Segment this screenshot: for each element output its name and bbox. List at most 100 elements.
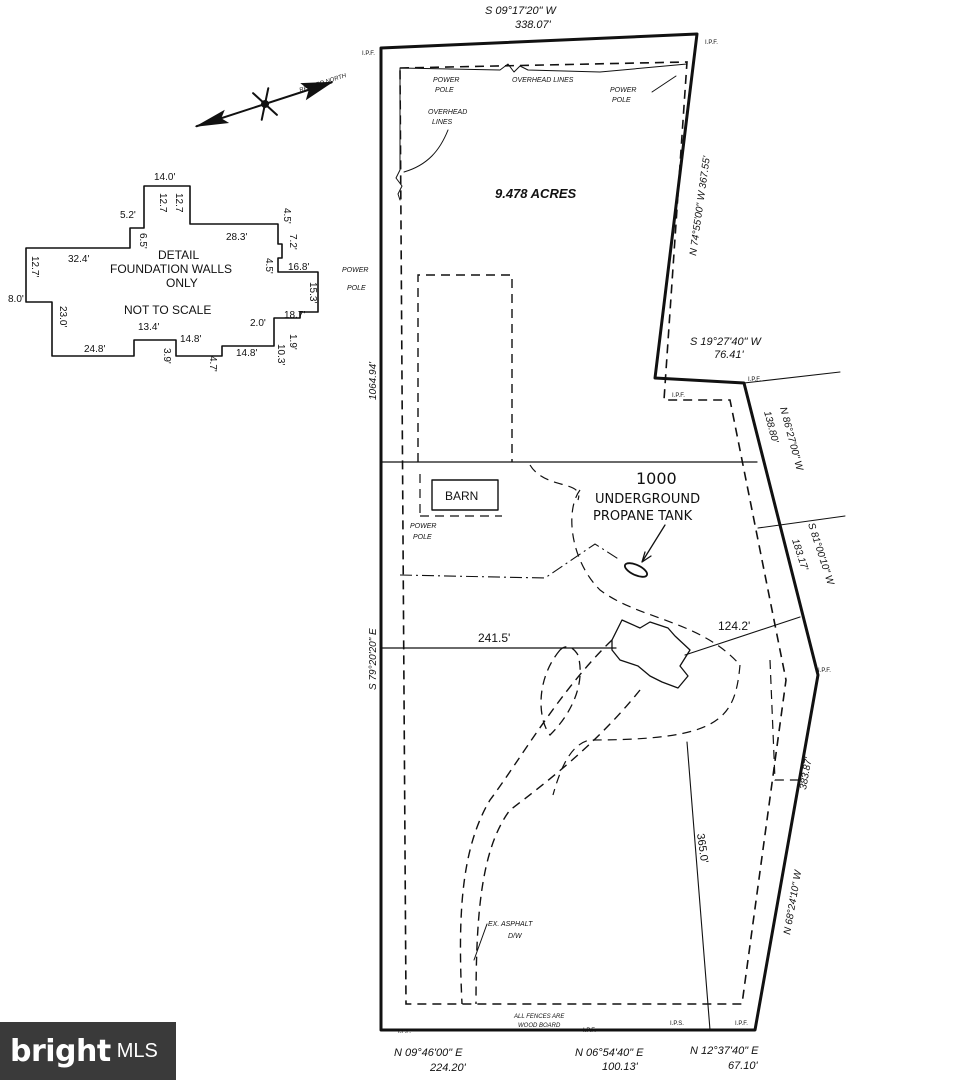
fd-dim-4: 5.2' [120, 210, 136, 221]
corner-label-s2: I.P.F. [583, 1028, 596, 1034]
notch-bearing: S 19°27'40" W [690, 336, 763, 348]
notch-distance: 76.41' [714, 349, 745, 361]
tank-label-2: UNDERGROUND [595, 492, 700, 507]
corner-label-ne: I.P.F. [705, 40, 718, 46]
line-365 [686, 741, 711, 1031]
east-tie-line [757, 515, 846, 529]
overhead-lines-top-label: OVERHEAD LINES [512, 77, 574, 84]
power-pole-top-left-2: POLE [435, 87, 454, 94]
fd-dim-1: 14.0' [154, 172, 175, 183]
fd-dim-22: 14.8' [180, 334, 201, 345]
corner-label-s1: I.P.F. [398, 1029, 411, 1035]
corner-label-e: I.P.F. [818, 668, 831, 674]
fd-dim-14: 23.0' [57, 306, 68, 327]
corner-label-notch-e: I.P.F. [748, 377, 761, 383]
driveway-loop [540, 646, 581, 736]
foundation-title-1: DETAIL [158, 248, 199, 262]
fd-dim-11: 32.4' [68, 254, 89, 265]
fd-dim-6: 28.3' [226, 232, 247, 243]
fd-dim-2: 12.7 [157, 193, 168, 213]
fd-dim-20: 10.3' [275, 344, 286, 365]
fd-dim-10: 16.8' [288, 262, 309, 273]
cross-line-dashdot [399, 543, 621, 579]
overhead-pointer [403, 129, 449, 173]
propane-tank [624, 562, 648, 578]
barn-label: BARN [445, 489, 478, 503]
power-pole-top-right-1: POWER [610, 87, 636, 94]
ne-bearing: N 74°55'00" W 367.55' [688, 154, 713, 256]
driveway-left [459, 639, 613, 1005]
tank-label-1: 1000 [636, 469, 677, 488]
top-distance: 338.07' [515, 19, 552, 31]
dim-365: 365.0' [694, 833, 710, 864]
bottom1-distance: 224.20' [429, 1062, 467, 1074]
north-arrow-icon [194, 81, 334, 128]
corner-label-se: I.P.F. [735, 1021, 748, 1027]
notch-tie-line [743, 371, 841, 384]
yard-line [552, 664, 741, 796]
watermark-suffix: MLS [116, 1039, 158, 1062]
overhead-lines-left-2: LINES [432, 119, 453, 126]
fd-dim-15: 13.4' [138, 322, 159, 333]
dim-241: 241.5' [478, 631, 510, 645]
east1-distance: 138.80' [761, 410, 780, 445]
bottom3-distance: 67.10' [728, 1060, 759, 1072]
fd-dim-17: 2.0' [250, 318, 266, 329]
east1-bearing: N 86°27'00" W [777, 406, 805, 473]
asphalt-label-2: D/W [508, 933, 523, 940]
west-distance: 1064.94' [368, 361, 379, 400]
asphalt-pointer [473, 923, 488, 961]
top-yard-curve [529, 464, 580, 501]
tank-arrow [641, 524, 666, 563]
fd-dim-3: 12.7 [173, 193, 184, 213]
corner-label-nw: I.P.F. [362, 51, 375, 57]
foundation-title-3: ONLY [166, 276, 198, 290]
fences-note-2: WOOD BOARD [518, 1023, 561, 1029]
bright-mls-watermark: bright MLS [0, 1022, 176, 1080]
bottom3-bearing: N 12°37'40" E [690, 1045, 759, 1057]
inner-fence [399, 61, 787, 1005]
fd-dim-5: 6.5' [137, 233, 148, 249]
fd-dim-21: 24.8' [84, 344, 105, 355]
property-boundary [379, 32, 820, 1032]
foundation-title-2: FOUNDATION WALLS [110, 262, 232, 276]
fences-note-1: ALL FENCES ARE [513, 1014, 565, 1020]
overhead-lines-left-1: OVERHEAD [428, 109, 467, 116]
driveway-upper-curve [571, 489, 741, 666]
dim-124: 124.2' [718, 619, 750, 633]
yard-line-east [769, 659, 800, 781]
pole-pointer-right [651, 75, 677, 93]
fd-dim-7: 4.5' [281, 208, 292, 224]
driveway-right [475, 689, 641, 1005]
fd-dim-19: 1.9' [287, 334, 298, 350]
corner-label-s3: I.P.S. [670, 1021, 684, 1027]
top-bearing: S 09°17'20" W [485, 5, 558, 17]
se-bearing: N 68°24'10" W [782, 868, 804, 936]
corner-label-notch: I.P.F. [672, 393, 685, 399]
fd-dim-25: 14.8' [236, 348, 257, 359]
tank-label-3: PROPANE TANK [593, 509, 693, 524]
barn-outline [431, 479, 499, 511]
power-pole-barn-2: POLE [413, 534, 432, 541]
asphalt-label-1: EX. ASPHALT [488, 921, 533, 928]
bottom2-distance: 100.13' [602, 1061, 639, 1073]
overhead-line-left [395, 67, 403, 201]
house-footprint [611, 619, 691, 689]
power-pole-side-2: POLE [347, 285, 366, 292]
foundation-outline [25, 185, 319, 357]
power-pole-top-right-2: POLE [612, 97, 631, 104]
power-pole-top-left-1: POWER [433, 77, 459, 84]
barn-fence [419, 474, 502, 517]
field-area [417, 274, 513, 462]
bottom2-bearing: N 06°54'40" E [575, 1047, 644, 1059]
fd-dim-16: 15.3' [307, 282, 318, 303]
overhead-line-top [399, 63, 688, 73]
fd-dim-12: 12.7' [29, 256, 40, 277]
fd-dim-18: 18.7' [284, 310, 305, 321]
se-distance: 383.87' [798, 756, 815, 791]
fd-dim-9: 4.5' [263, 258, 274, 274]
fd-dim-23: 3.9' [161, 348, 172, 364]
power-pole-barn-1: POWER [410, 523, 436, 530]
east2-bearing: S 81°00'10" W [805, 522, 836, 588]
